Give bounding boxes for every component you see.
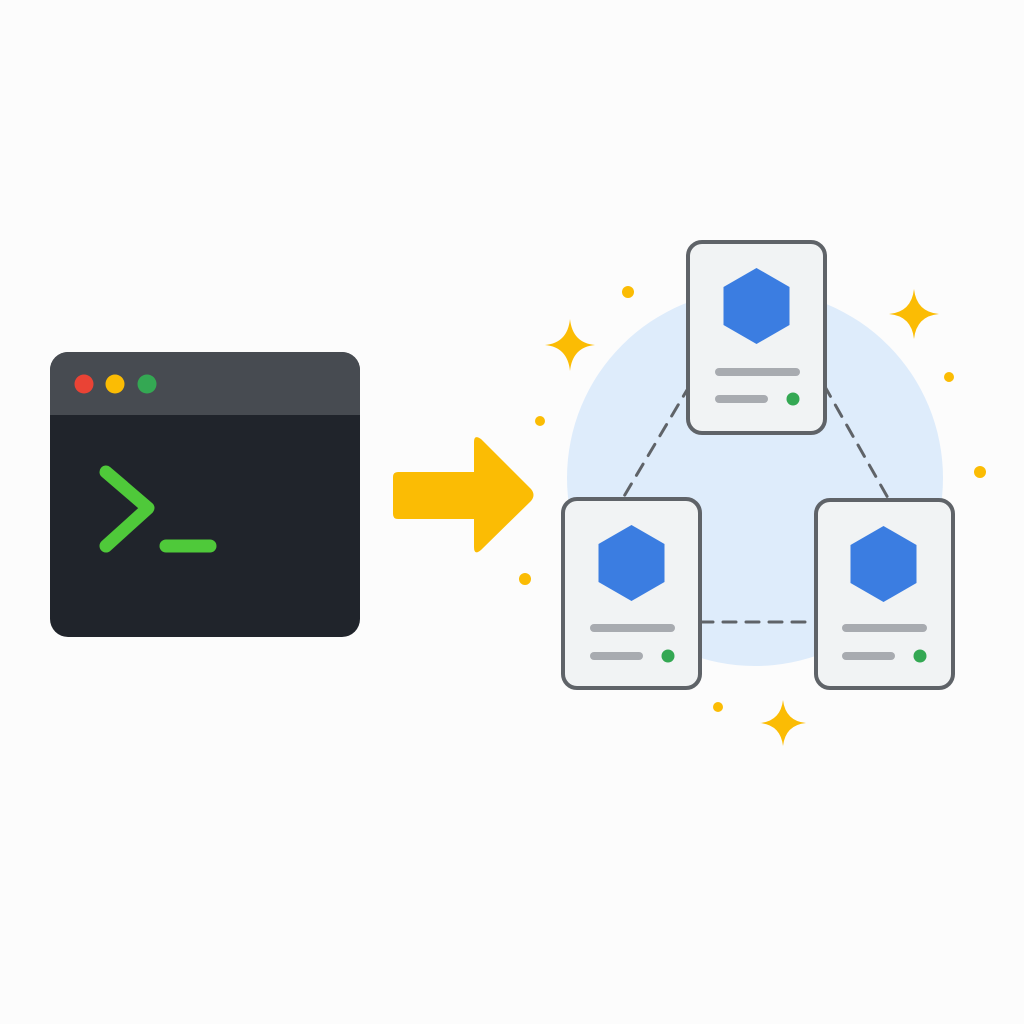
node-card-top xyxy=(686,240,827,435)
sparkle-dot xyxy=(713,702,723,712)
command-prompt-icon xyxy=(99,465,217,553)
maximize-control xyxy=(137,374,157,394)
minimize-control xyxy=(105,374,125,394)
link-top-left xyxy=(621,383,692,500)
cube-icon xyxy=(598,525,665,601)
cube-icon xyxy=(850,526,917,602)
node-card-left xyxy=(561,497,702,690)
node-card-right xyxy=(814,498,955,690)
prompt-chevron xyxy=(99,465,155,553)
sparkle-icon xyxy=(760,700,806,746)
right-arrow-icon xyxy=(393,437,534,553)
status-dot xyxy=(913,649,927,663)
terminal-window-icon xyxy=(50,352,360,637)
status-dot xyxy=(661,649,675,663)
sparkle-dot xyxy=(974,466,986,478)
sparkle-dot xyxy=(535,416,545,426)
link-top-right xyxy=(822,383,890,500)
cube-icon xyxy=(723,268,790,344)
terminal-titlebar xyxy=(50,352,360,415)
sparkle-dot xyxy=(519,573,531,585)
node-cluster-icon xyxy=(519,240,986,746)
sparkle-icon xyxy=(545,319,595,371)
sparkle-dot xyxy=(622,286,634,298)
sparkle-dot xyxy=(944,372,954,382)
close-control xyxy=(74,374,94,394)
sparkle-icon xyxy=(889,289,939,339)
terminal-body xyxy=(50,352,360,637)
status-dot xyxy=(786,392,800,406)
